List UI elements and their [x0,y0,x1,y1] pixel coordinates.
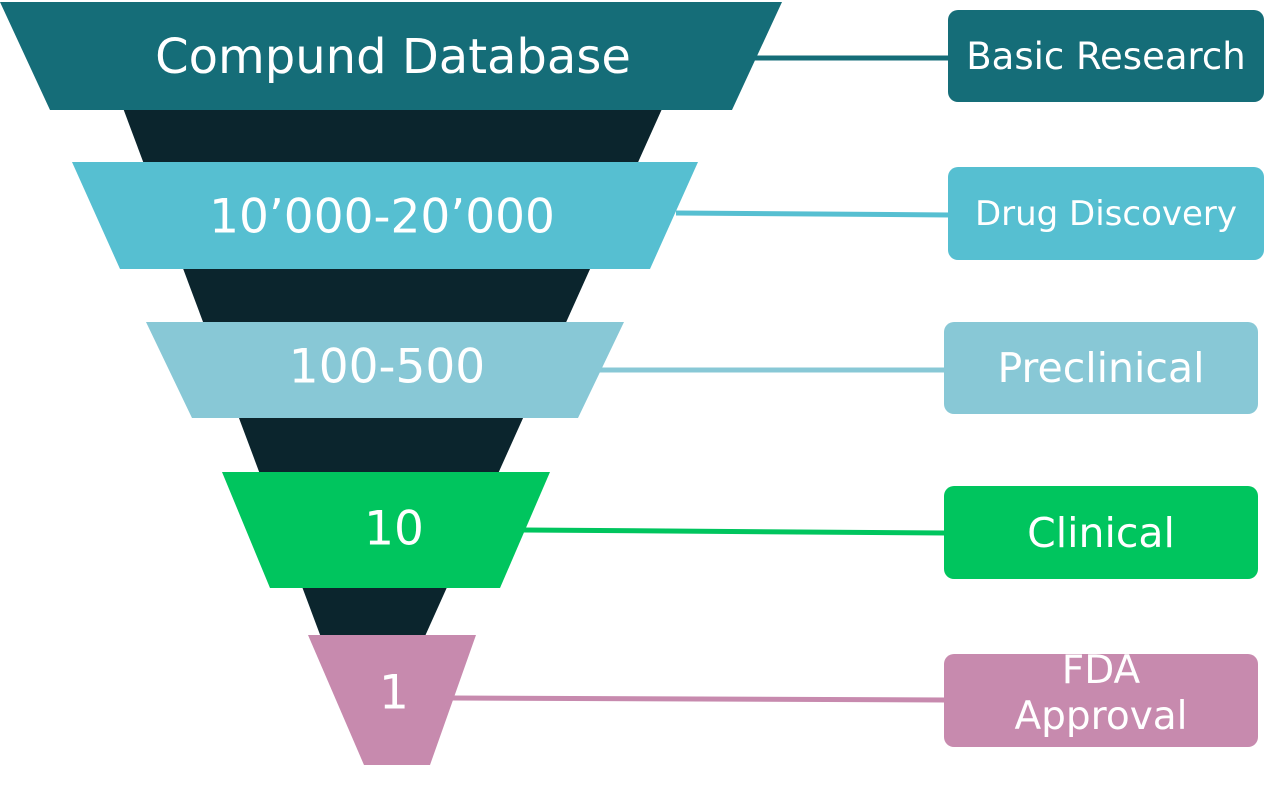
tier-label-drug-discovery: 10’000-20’000 [209,190,555,245]
stage-box-fda-approval: FDA Approval [944,654,1258,747]
stage-label-drug-discovery: Drug Discovery [974,193,1238,234]
stage-box-preclinical: Preclinical [944,322,1258,414]
connector-clinical [523,527,947,536]
stage-label-basic-research: Basic Research [966,34,1246,78]
tier-label-compound-database: Compund Database [155,29,631,85]
tier-label-clinical: 10 [364,502,424,557]
stage-box-basic-research: Basic Research [948,10,1264,102]
stage-box-clinical: Clinical [944,486,1258,579]
stage-box-drug-discovery: Drug Discovery [948,167,1264,260]
tier-compound-database [0,2,782,110]
tier-fda-approval [308,635,476,765]
stage-label-preclinical: Preclinical [997,344,1205,392]
tier-label-preclinical: 100-500 [289,340,485,395]
stage-label-fda-approval: FDA Approval [1014,654,1188,739]
connector-fda-approval [451,695,947,703]
tier-clinical [222,472,550,588]
connector-drug-discovery [675,210,951,218]
tier-label-fda-approval: 1 [379,666,409,721]
tier-preclinical [146,322,624,418]
stage-label-clinical: Clinical [1027,508,1175,557]
tier-drug-discovery [72,162,698,269]
